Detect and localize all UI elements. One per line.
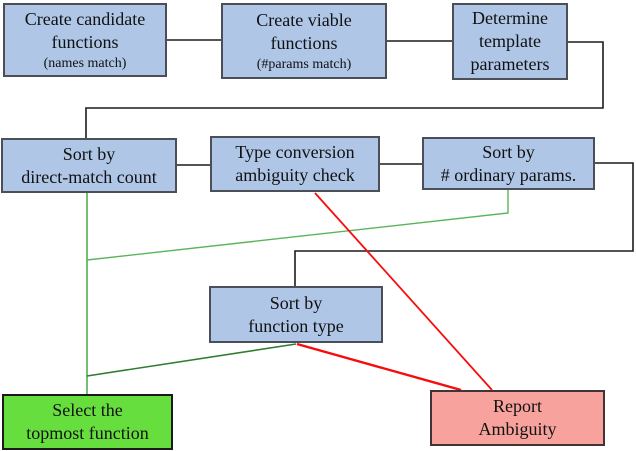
node-label: Create candidate [24,8,146,29]
node-label: ambiguity check [235,165,355,185]
node-label: direct-match count [21,166,157,187]
node-determine-template-parameters: Determine template parameters [452,3,568,80]
node-label: Type conversion [235,142,355,162]
node-label: functions [51,31,119,52]
node-label: topmost function [26,423,149,443]
node-label: Create viable [256,9,352,30]
node-sublabel: (#params match) [256,56,352,72]
node-label: Sort by [482,141,535,162]
node-sort-by-ordinary-params: Sort by# ordinary params. [422,137,595,190]
node-select-the-topmost-function: Select the topmost function [2,394,173,450]
node-label: # ordinary params. [440,164,577,185]
node-label: parameters [470,54,550,74]
edge-sort-ordinary-to-select-topmost [86,190,509,261]
edge-sort-function-type-to-report-ambiguity [296,342,462,392]
edge-type-conversion-to-report-ambiguity [314,192,493,391]
edge-template-to-sort-direct [85,41,604,138]
node-sublabel: (names match) [43,55,127,71]
node-label: functions [270,32,338,53]
node-label: Select the [52,400,123,420]
node-label: Ambiguity [478,419,557,439]
edge-sort-ordinary-to-sort-function-type [294,162,634,286]
edge-sort-function-type-to-select-topmost [86,343,297,377]
node-label: template [479,31,541,51]
node-label: Determine [472,8,548,28]
node-type-conversion-ambiguity-check: Type conversion ambiguity check [210,136,380,192]
node-label: Report [493,396,542,416]
node-label: function type [248,315,344,336]
node-label: Sort by [269,292,323,313]
node-label: Sort by [62,143,116,164]
